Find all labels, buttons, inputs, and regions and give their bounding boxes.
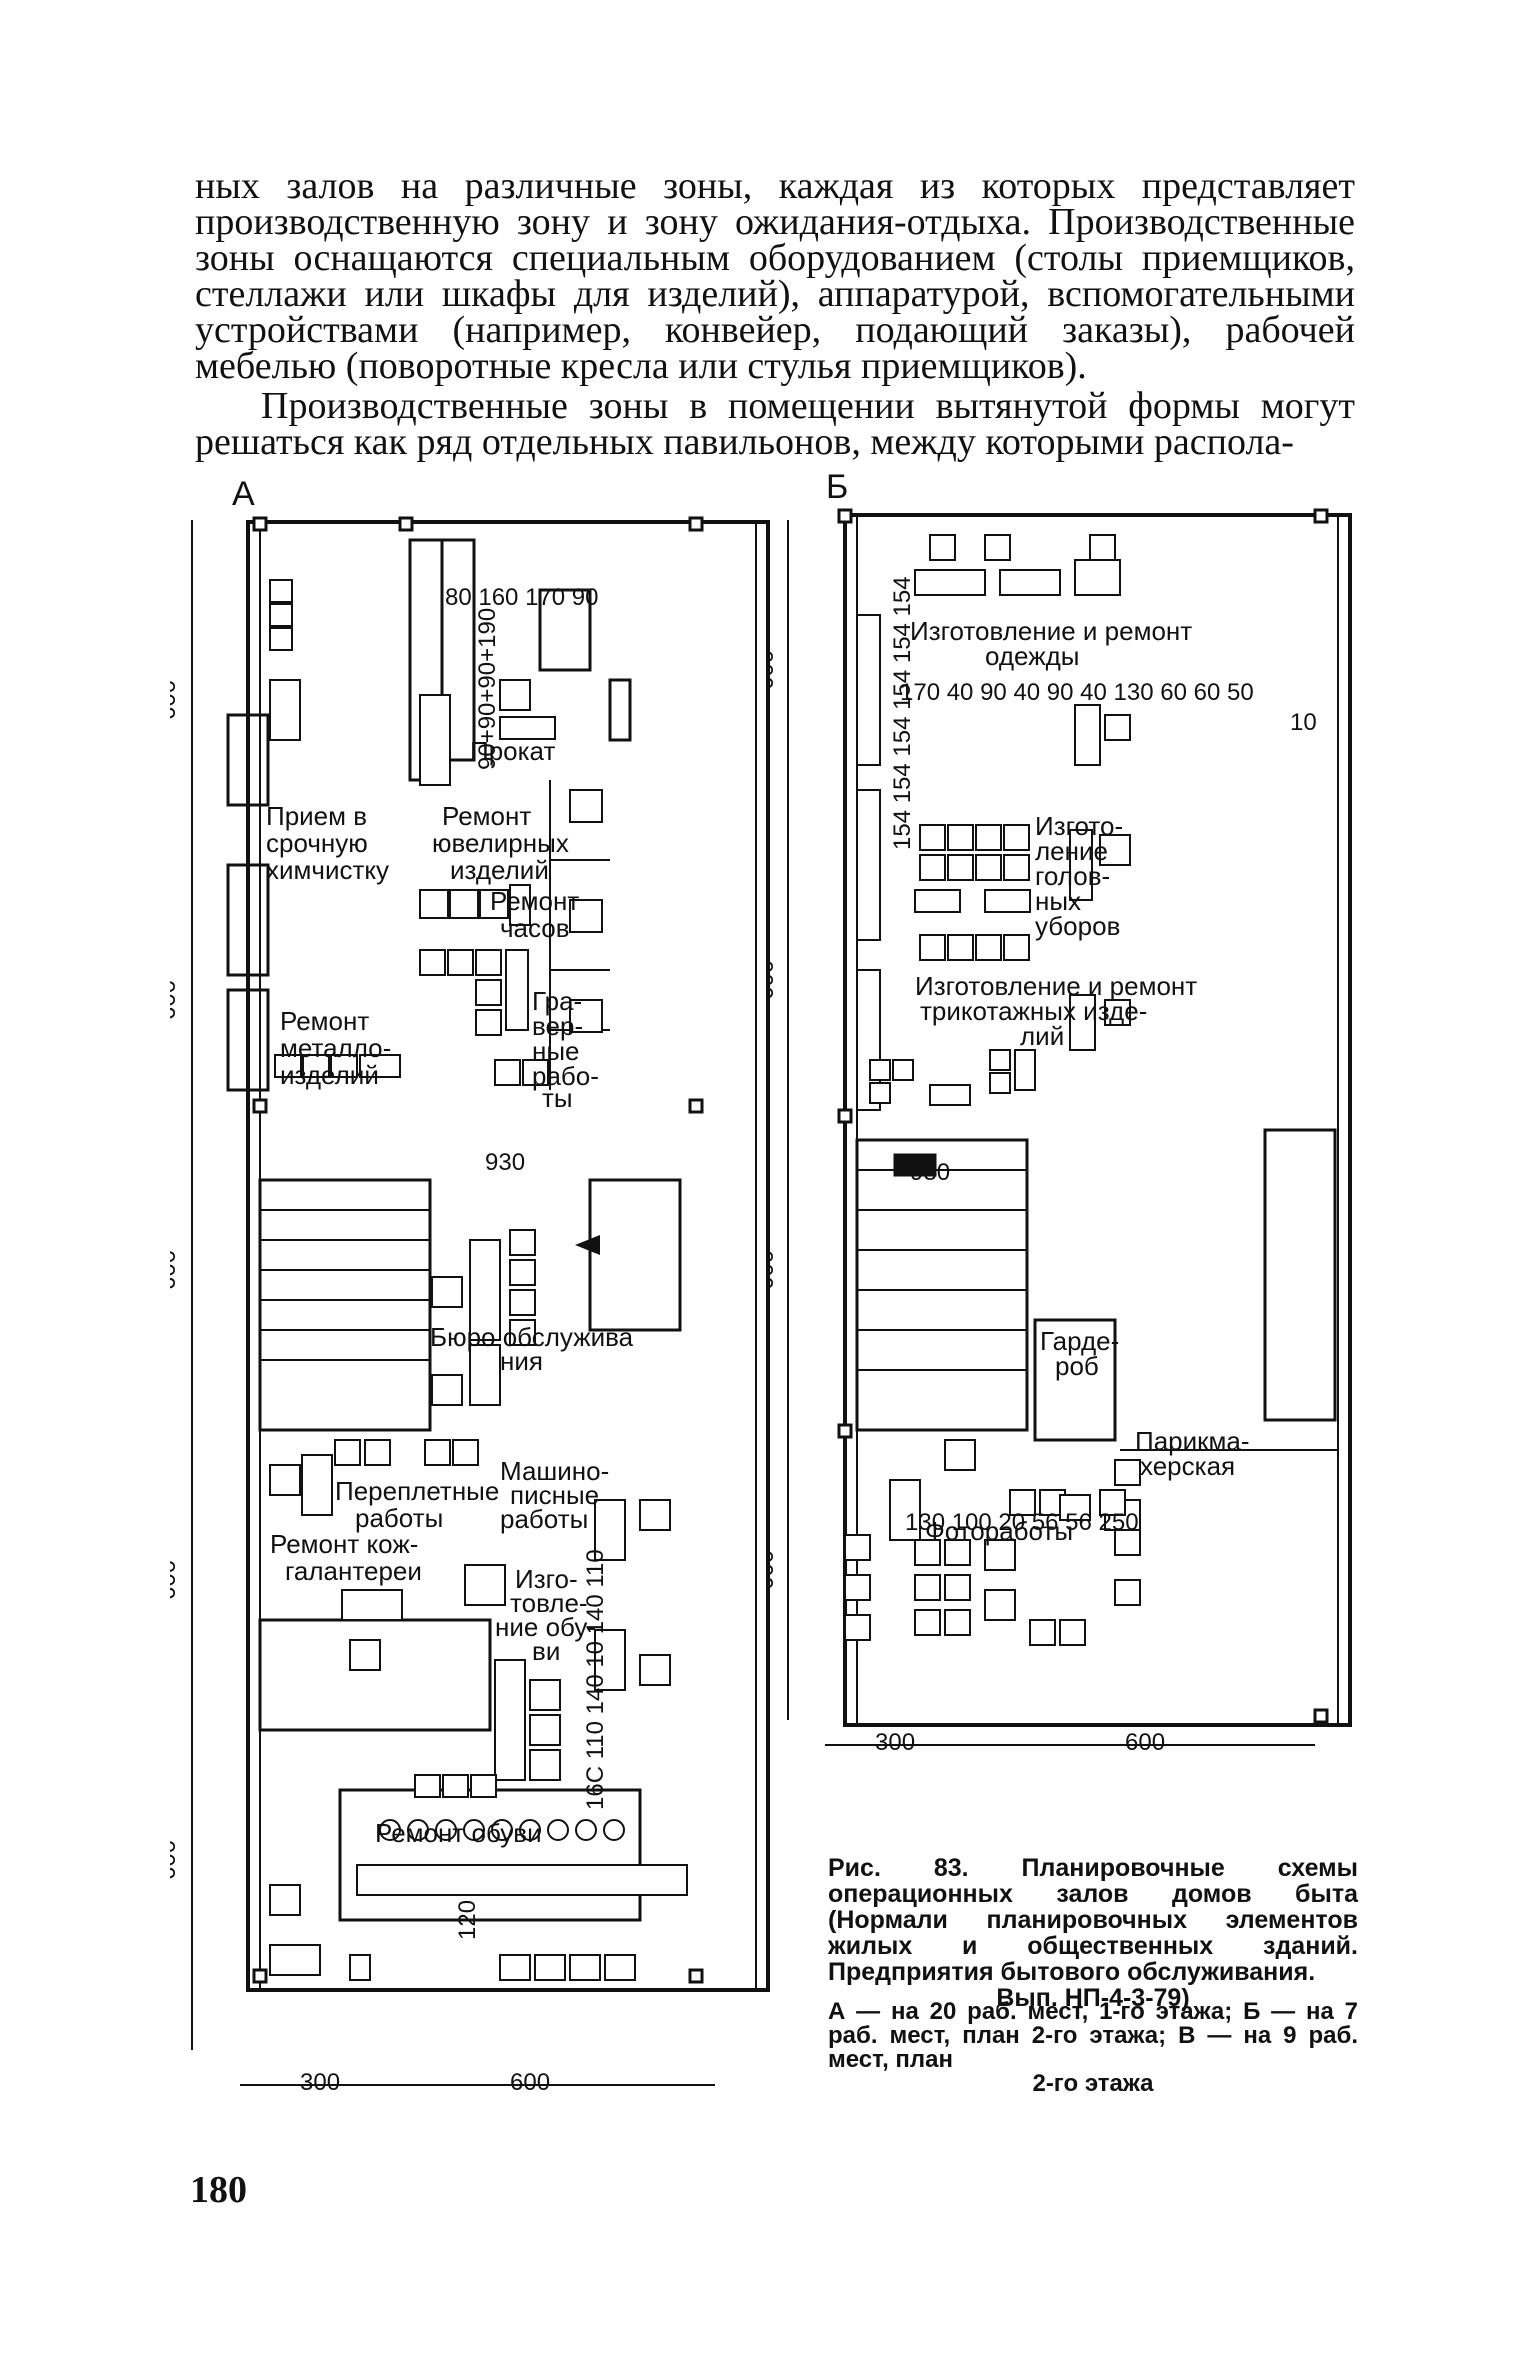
body-paragraph-1: ных залов на различные зоны, каждая из к…	[195, 165, 1355, 387]
caption-legend-2: 2-го этажа	[1032, 2070, 1154, 2097]
label-bureau-2: ния	[500, 1346, 543, 1376]
label-bureau-1: Бюро обслужива	[430, 1322, 634, 1352]
caption-legend: А — на 20 раб. мест, 1-го этажа; Б — на …	[828, 2000, 1358, 2096]
dim-row-2: 130 100 20 56 56 250	[905, 1509, 1139, 1536]
caption-legend-1: А — на 20 раб. мест, 1-го этажа; Б — на …	[828, 1998, 1358, 2073]
label-hats-2: ление	[1035, 836, 1108, 866]
caption-code: Вып. НП-4-3-79)	[996, 1984, 1190, 2012]
label-shoemake-1: Изго-	[515, 1564, 578, 1594]
label-bind-1: Переплетные	[335, 1476, 499, 1506]
dim-side-4: 600	[170, 1560, 181, 1600]
label-hats-5: уборов	[1035, 911, 1120, 941]
label-typing-1: Машино-	[500, 1456, 609, 1486]
label-shoemake-4: ви	[532, 1636, 560, 1666]
dim-side-5: 600	[170, 1840, 181, 1880]
label-shoemake-3: ние обу-	[495, 1612, 596, 1642]
label-jewel-2: ювелирных	[432, 828, 569, 858]
dim-ten: 10	[1290, 709, 1317, 736]
label-hair-2: херская	[1140, 1451, 1235, 1481]
dim-b-bottom-right: 600	[1125, 1729, 1165, 1756]
dim-left-col: 154 154 154 154 154 154	[889, 576, 916, 850]
label-leather-1: Ремонт кож-	[270, 1529, 418, 1559]
label-typing-2: писные	[510, 1480, 599, 1510]
dim-width: 930	[485, 1149, 525, 1176]
dim-mid-col: 16С 110 140 10 140 110	[582, 1549, 609, 1810]
label-jewel-3: изделий	[450, 855, 549, 885]
floor-plan-a: Прокат Прием в срочную химчистку Ремонт …	[170, 516, 770, 2096]
label-leather-2: галантереи	[285, 1556, 422, 1586]
label-metal-2: металло-	[280, 1033, 391, 1063]
dim-bottom-right: 600	[510, 2069, 550, 2096]
dim-top-row: 80 160 170 90	[445, 584, 598, 611]
label-hats-4: ных	[1035, 886, 1081, 916]
label-wardrobe-1: Гарде-	[1040, 1326, 1119, 1356]
label-watch-1: Ремонт	[490, 886, 579, 916]
label-engr-2: вер-	[532, 1011, 583, 1041]
label-priem-1: Прием в	[266, 801, 367, 831]
floor-plan-b: Изготовление и ремонт одежды Изгото- лен…	[770, 508, 1352, 1756]
label-hats-3: голов-	[1035, 861, 1110, 891]
label-watch-2: часов	[500, 913, 570, 943]
caption-title: Рис. 83. Планировочные схемы операционны…	[828, 1854, 1358, 1986]
label-engr-1: Гра-	[532, 986, 582, 1016]
dim-bottom-small: 120	[454, 1900, 481, 1940]
label-clothes-2: одежды	[985, 641, 1079, 671]
plan-a-outer-wall	[246, 520, 770, 1992]
dim-side-1: 600	[170, 680, 181, 720]
label-knit-3: лий	[1020, 1021, 1064, 1051]
dim-b-side-4: 600	[770, 1550, 779, 1590]
dim-b-side-1: 600	[770, 650, 779, 690]
label-wardrobe-2: роб	[1055, 1351, 1099, 1381]
plan-b-letter: Б	[826, 468, 849, 506]
label-metal-3: изделий	[280, 1060, 379, 1090]
dim-top-col: 90+90+90+190	[474, 608, 501, 770]
dim-side-3: 600	[170, 1250, 181, 1290]
label-shoemake-2: товле-	[510, 1588, 588, 1618]
label-engr-4: рабо-	[532, 1061, 599, 1091]
label-hats-1: Изгото-	[1035, 811, 1123, 841]
label-photo: Фотоработы	[925, 1516, 1073, 1546]
dim-bottom-left: 300	[300, 2069, 340, 2096]
label-knit-2: трикотажных изде-	[920, 996, 1147, 1026]
label-engr-5: ты	[542, 1083, 573, 1113]
dim-width-b: 930	[910, 1159, 950, 1186]
dim-b-side-3: 600	[770, 1250, 779, 1290]
body-paragraph-2: Производственные зоны в помещении вытяну…	[195, 385, 1355, 463]
label-shoerepair: Ремонт обуви	[375, 1818, 542, 1848]
plan-a-letter: А	[232, 475, 255, 513]
dim-side-2: 600	[170, 980, 181, 1020]
figure-caption: Рис. 83. Планировочные схемы операционны…	[828, 1855, 1358, 2011]
label-priem-3: химчистку	[266, 855, 389, 885]
label-metal-1: Ремонт	[280, 1006, 369, 1036]
label-prokat: Прокат	[470, 736, 555, 766]
dim-b-side-2: 600	[770, 960, 779, 1000]
label-hair-1: Парикма-	[1135, 1426, 1250, 1456]
label-jewel-1: Ремонт	[442, 801, 531, 831]
label-clothes-1: Изготовление и ремонт	[910, 616, 1192, 646]
dim-b-bottom-left: 300	[875, 1729, 915, 1756]
entry-arrow	[575, 1235, 600, 1255]
label-engr-3: ные	[532, 1036, 580, 1066]
label-knit-1: Изготовление и ремонт	[915, 971, 1197, 1001]
dim-row-1: 170 40 90 40 90 40 130 60 60 50	[900, 679, 1254, 706]
page-number: 180	[190, 2169, 247, 2211]
label-priem-2: срочную	[266, 828, 368, 858]
label-bind-2: работы	[355, 1503, 443, 1533]
label-typing-3: работы	[500, 1504, 588, 1534]
